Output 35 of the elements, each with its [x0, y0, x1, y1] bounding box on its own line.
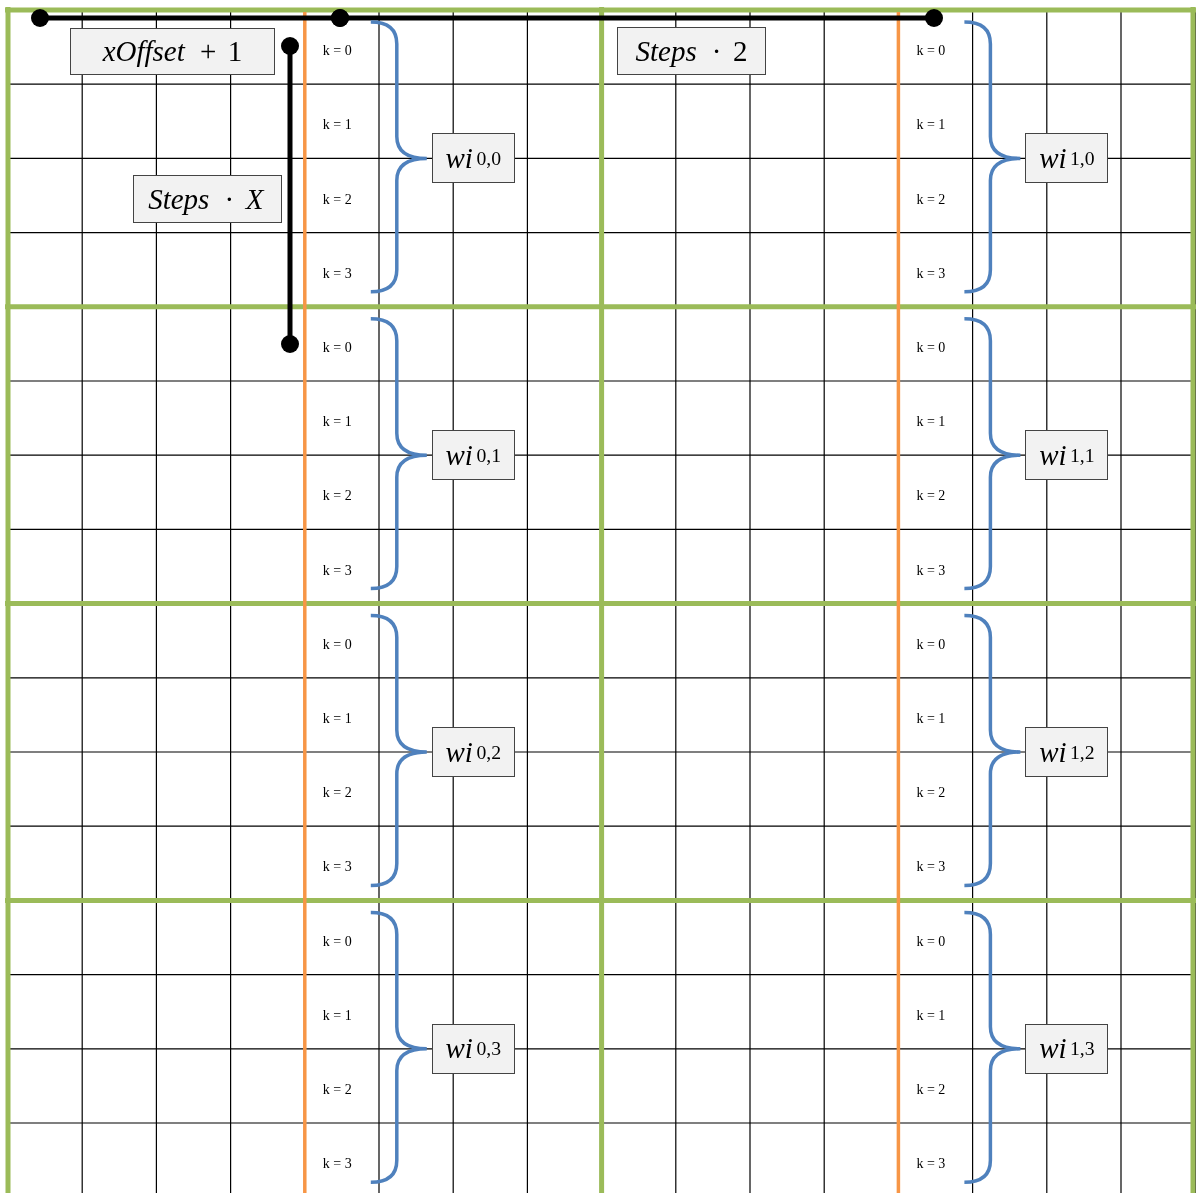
index-label: k = 0	[916, 43, 946, 60]
index-label: k = 2	[916, 191, 946, 208]
index-label: k = 1	[916, 1007, 946, 1024]
index-label: k = 3	[916, 859, 946, 876]
index-label: k = 3	[322, 1156, 352, 1173]
index-label: k = 2	[322, 785, 352, 802]
index-label: k = 2	[916, 785, 946, 802]
index-label: k = 0	[916, 933, 946, 950]
index-label: k = 1	[916, 117, 946, 134]
label-box: Steps · X	[133, 175, 282, 223]
index-label: k = 2	[916, 1081, 946, 1098]
index-label: k = 2	[322, 1081, 352, 1098]
index-label: k = 0	[916, 339, 946, 356]
index-label: k = 1	[322, 117, 352, 134]
index-label: k = 3	[916, 1156, 946, 1173]
index-label: k = 3	[322, 859, 352, 876]
index-label: k = 1	[322, 414, 352, 431]
index-label: k = 0	[322, 43, 352, 60]
index-label: k = 3	[322, 265, 352, 282]
index-label: k = 0	[916, 636, 946, 653]
index-label: k = 3	[916, 265, 946, 282]
index-label: k = 2	[916, 488, 946, 505]
label-box: xOffset + 1	[70, 28, 275, 75]
index-label: k = 3	[322, 562, 352, 579]
index-label: k = 0	[322, 339, 352, 356]
index-label: k = 1	[916, 414, 946, 431]
index-label: k = 2	[322, 488, 352, 505]
index-label: k = 2	[322, 191, 352, 208]
index-label: k = 1	[322, 710, 352, 727]
index-label: k = 1	[322, 1007, 352, 1024]
index-label: k = 3	[916, 562, 946, 579]
index-label: k = 1	[916, 710, 946, 727]
label-box: Steps · 2	[617, 27, 766, 75]
index-label: k = 0	[322, 933, 352, 950]
index-label: k = 0	[322, 636, 352, 653]
